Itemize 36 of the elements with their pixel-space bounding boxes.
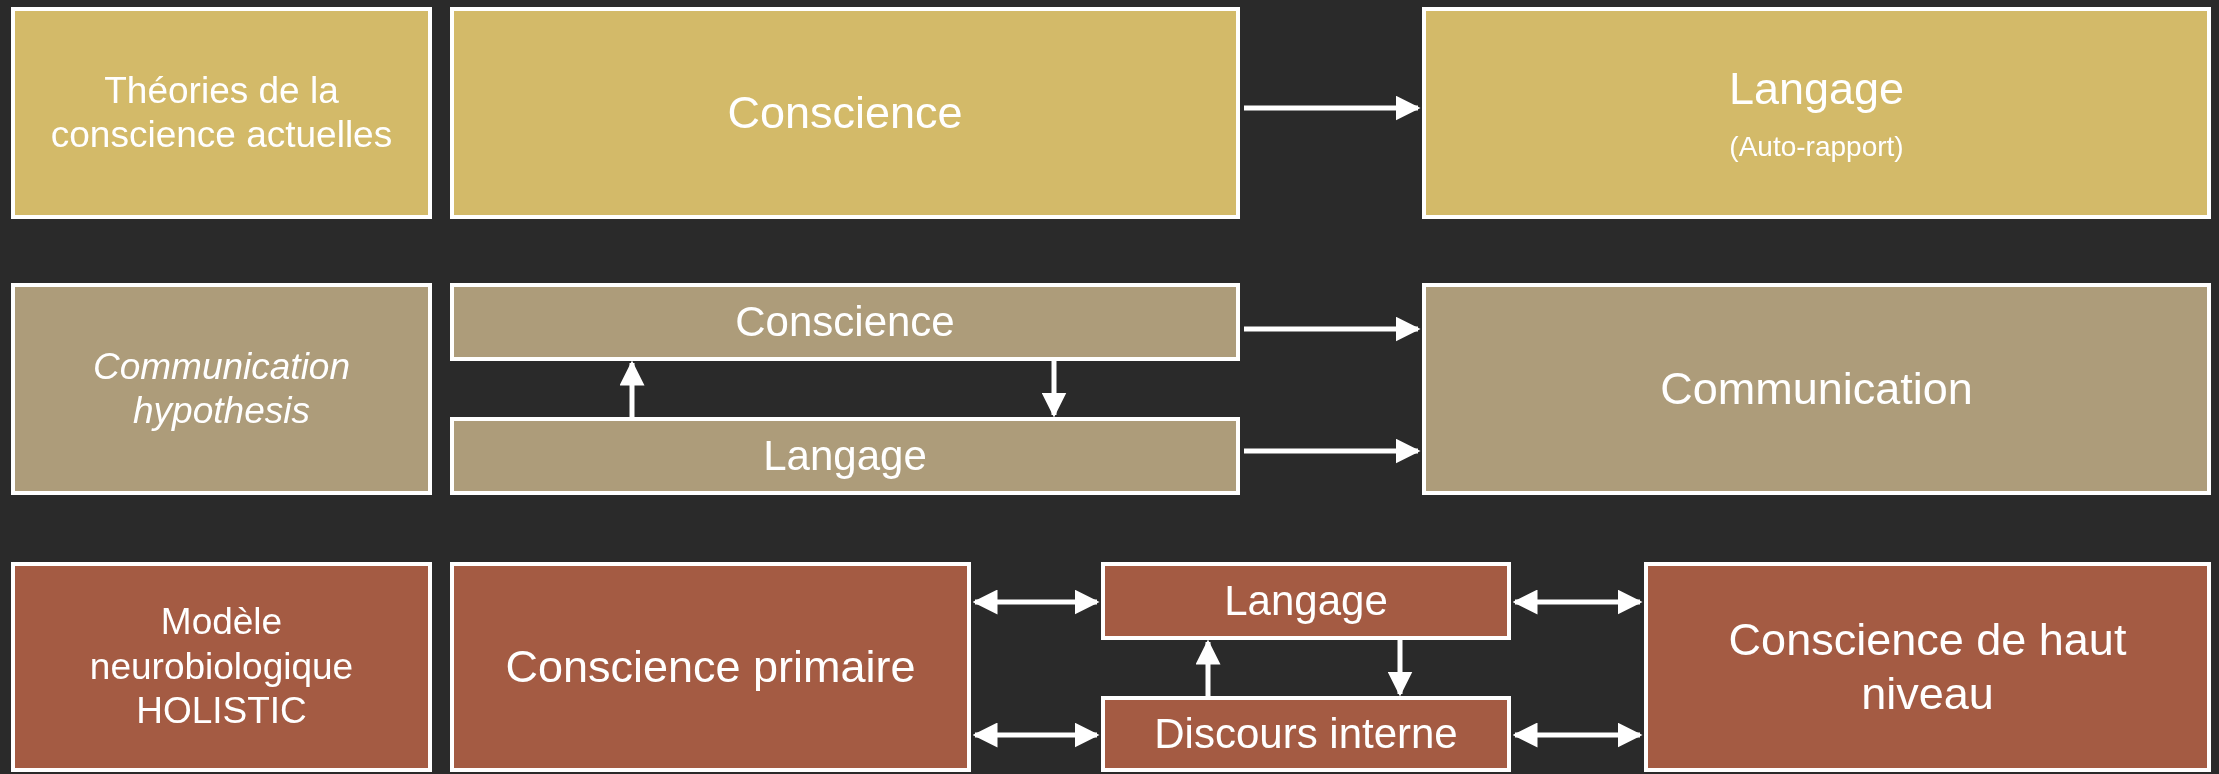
arrow	[1041, 361, 1067, 418]
box-label: Conscience	[734, 296, 956, 347]
process-box	[450, 7, 1240, 219]
box-label: Conscience de haut niveau	[1727, 613, 2128, 721]
row-label: Modèle neurobiologique HOLISTIC	[88, 600, 355, 734]
box-label: Conscience	[726, 86, 964, 140]
arrow	[972, 589, 1100, 615]
arrow	[1244, 316, 1421, 342]
arrow	[1387, 640, 1413, 697]
box-label: Conscience primaire	[504, 640, 917, 694]
box-label: Langage	[762, 430, 928, 481]
arrow	[1244, 438, 1421, 464]
arrow	[1512, 722, 1643, 748]
row-label: Théories de la conscience actuelles	[49, 68, 394, 157]
process-box	[1644, 562, 2211, 772]
process-bar	[1101, 696, 1511, 772]
box-label: Communication	[1659, 362, 1974, 416]
box-label: Discours interne	[1153, 708, 1459, 759]
process-bar	[1101, 562, 1511, 640]
arrow	[1244, 95, 1421, 121]
process-box	[11, 7, 432, 219]
box-label: Langage	[1727, 62, 1906, 117]
process-box	[11, 283, 432, 495]
process-box	[11, 562, 432, 772]
box-sublabel: (Auto-rapport)	[1728, 130, 1905, 164]
arrow	[1195, 639, 1221, 696]
box-label: Langage	[1223, 575, 1389, 626]
process-box	[450, 562, 971, 772]
process-box	[1422, 7, 2211, 219]
process-bar	[450, 417, 1240, 495]
arrow	[619, 360, 645, 417]
arrow	[1512, 589, 1643, 615]
process-bar	[450, 283, 1240, 361]
process-box	[1422, 283, 2211, 495]
arrow	[972, 722, 1100, 748]
row-label: Communication hypothesis	[91, 344, 352, 433]
